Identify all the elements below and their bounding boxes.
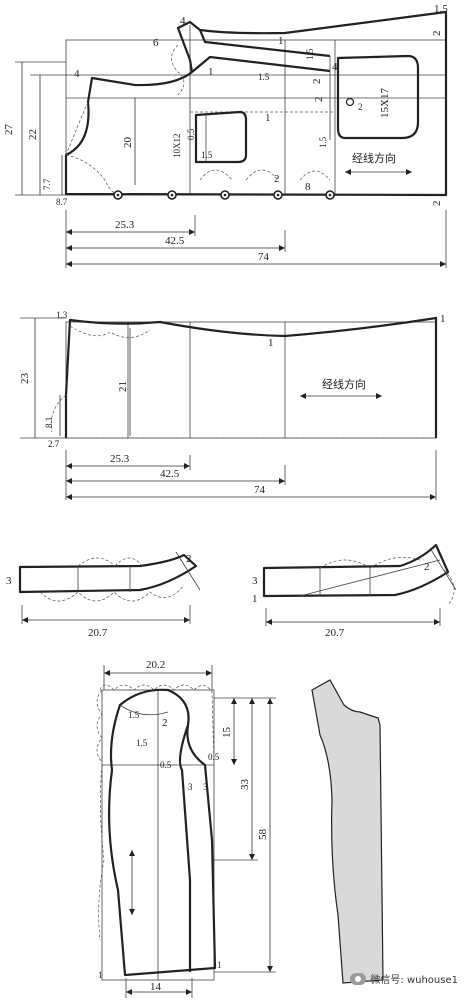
front-pt-1-5b: 1.5	[258, 72, 270, 82]
front-grain-label: 经线方向	[352, 151, 396, 165]
front-pt-1a: 1	[278, 35, 284, 47]
collar-right-width: 20.7	[325, 627, 345, 639]
watermark: 微信号: wuhouse1	[350, 971, 458, 986]
front-dim-27: 27	[3, 124, 15, 136]
collar-left: 3 2 20.7	[6, 551, 201, 639]
sleeve-pt-1-5b: 1.5	[136, 738, 148, 748]
front-dim-74: 74	[258, 251, 270, 263]
sleeve-dim-15: 15	[221, 727, 233, 739]
front-dim-7-7: 7.7	[42, 178, 52, 190]
back-pt-1-3: 1.3	[56, 310, 68, 320]
button-holes	[113, 190, 335, 200]
sleeve-pt-1b: 1	[217, 960, 222, 970]
back-dim-74: 74	[254, 484, 266, 496]
front-pt-2c: 2	[358, 102, 363, 112]
sleeve-top-width: 20.2	[146, 659, 165, 671]
front-pt-1c: 1	[265, 112, 271, 124]
small-pocket-size: 10X12	[172, 134, 182, 159]
wechat-icon	[350, 972, 367, 985]
back-outline	[64, 316, 438, 438]
collar-right-height-2: 1	[252, 593, 258, 605]
front-dim-20: 20	[122, 137, 134, 149]
collar-left-height: 3	[6, 575, 12, 587]
front-outline	[64, 10, 448, 197]
front-pt-4b: 4	[74, 68, 80, 80]
watermark-text: 微信号: wuhouse1	[370, 975, 458, 986]
front-pt-1b: 1	[208, 66, 214, 78]
sleeve-pt-2: 2	[162, 717, 168, 729]
front-pt-4a: 4	[180, 15, 186, 27]
small-pocket	[194, 110, 248, 164]
back-dim-2-7: 2.7	[48, 439, 60, 449]
front-pt-2e: 2	[431, 31, 443, 37]
sleeve-piece-shape	[311, 679, 384, 984]
front-pt-6: 6	[153, 37, 159, 49]
front-pt-4c: 4	[332, 61, 338, 73]
back-grain-label: 经线方向	[322, 377, 366, 391]
front-pt-2a: 2	[311, 79, 323, 85]
front-pt-2b: 2	[313, 97, 325, 103]
front-pt-2f: 2	[431, 201, 443, 207]
front-dim-42-5: 42.5	[165, 235, 185, 247]
sleeve-pt-1a: 1	[98, 970, 103, 980]
sleeve-pt-0-5a: 0.5	[160, 760, 172, 770]
sleeve-outline	[108, 688, 217, 977]
large-pocket	[336, 54, 420, 140]
collar-left-width: 20.7	[88, 627, 108, 639]
back-pt-1a: 1	[268, 337, 274, 349]
back-dim-21: 21	[117, 381, 129, 392]
sleeve-pt-3a: 3	[188, 782, 193, 792]
front-pt-1-5d: 1.5	[318, 136, 328, 148]
sleeve-dim-33: 33	[239, 779, 251, 791]
front-pt-8: 8	[305, 181, 311, 193]
back-dim-25-3: 25.3	[110, 453, 130, 465]
collar-left-point: 2	[186, 553, 192, 565]
sleeve-pt-1-5a: 1.5	[128, 710, 140, 720]
back-pt-1b: 1	[440, 313, 446, 325]
sleeve-dim-58: 58	[257, 829, 269, 841]
front-pt-1-5e: 1.5	[201, 150, 213, 160]
back-dim-23: 23	[19, 373, 31, 385]
front-dim-25-3: 25.3	[115, 219, 135, 231]
sleeve-bottom-width: 14	[150, 981, 162, 993]
back-panel: 1.3 1 1 23 21 8.1 2.7 25.3 42.5 74 经线方向	[19, 310, 446, 500]
front-pt-0-5: 0.5	[186, 128, 196, 140]
large-pocket-size: 15X17	[379, 88, 391, 118]
front-dim-8-7: 8.7	[56, 197, 68, 207]
front-pt-2d: 2	[274, 173, 280, 185]
front-dim-22: 22	[27, 129, 39, 140]
sleeve-pt-3b: 3	[203, 782, 208, 792]
front-pt-1-5a: 1.5	[434, 3, 448, 15]
collar-right-point: 2	[424, 561, 430, 573]
front-panel: 25.3 42.5 74 27 22 20 7.7 8.7 4 6 4 1.5 …	[3, 3, 448, 268]
collar-right-height: 3	[252, 575, 258, 587]
collar-right: 3 1 2 20.7	[252, 543, 457, 639]
sleeve-pt-0-5b: 0.5	[208, 752, 220, 762]
front-pt-1-5c: 1.5	[305, 48, 315, 60]
sleeve-draft: 20.2 14 15 33 58 1.5 1.5 2 0.5 0.5 3 3 1…	[96, 659, 276, 998]
back-dim-42-5: 42.5	[160, 468, 180, 480]
back-dim-8-1: 8.1	[44, 417, 54, 428]
